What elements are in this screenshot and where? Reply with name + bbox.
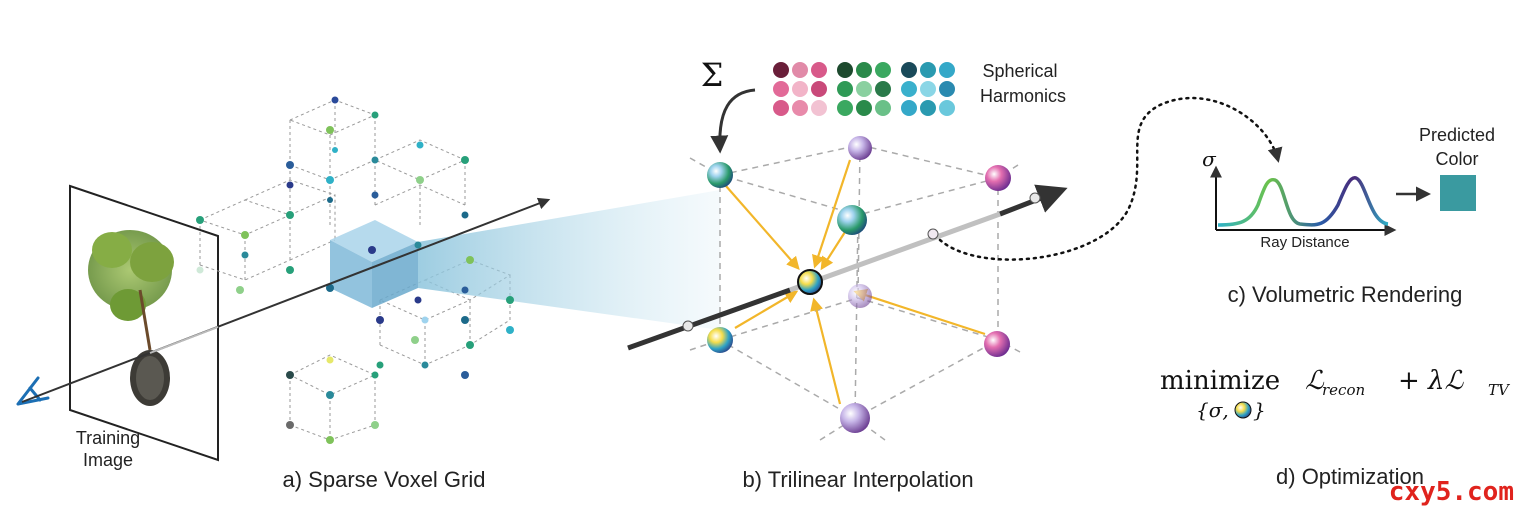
loss-tv: + λℒ: [1398, 366, 1465, 396]
panel-d-optimization: minimize ℒ recon + λℒ TV {σ, } d) Optimi…: [1160, 366, 1511, 489]
ray-b: [627, 184, 1068, 351]
argmin-set-close: }: [1253, 398, 1266, 422]
highlighted-voxel: [330, 220, 418, 308]
camera-frustum-icon: [16, 376, 50, 406]
caption-d: d) Optimization: [1276, 464, 1424, 489]
loss-recon: ℒ: [1305, 366, 1325, 396]
sh-label-1: Spherical: [982, 61, 1057, 81]
interpolation-arrows: [725, 159, 986, 405]
loss-recon-sub: recon: [1322, 381, 1365, 399]
ray-distance-label: Ray Distance: [1260, 234, 1349, 251]
caption-c: c) Volumetric Rendering: [1228, 282, 1463, 307]
argmin-set-open: {σ,: [1196, 398, 1229, 422]
panel-c-volumetric-rendering: σ Ray Distance Predicted Color c) Volume…: [938, 96, 1495, 307]
minimize-word: minimize: [1160, 366, 1280, 396]
training-image-label-1: Training: [76, 428, 140, 448]
density-curve: [1217, 176, 1389, 227]
sh-sphere-icon: [707, 136, 1011, 433]
loss-tv-sub: TV: [1488, 381, 1511, 399]
panel-a-sparse-voxel-grid: Training Image a) Sparse Voxel Grid: [16, 96, 720, 492]
sh-coeff-icon: [1234, 401, 1252, 419]
zoom-cone: [418, 190, 720, 330]
predicted-color-swatch: [1440, 175, 1476, 211]
predicted-label-1: Predicted: [1419, 125, 1495, 145]
plant-image: [88, 230, 174, 406]
watermark: cxy5.com: [1389, 477, 1514, 507]
sh-basis-grid: [773, 62, 955, 116]
caption-a: a) Sparse Voxel Grid: [283, 467, 486, 492]
sigma-axis-label: σ: [1202, 147, 1217, 171]
camera-ray: [21, 197, 551, 403]
sum-arrow: [710, 88, 756, 154]
sh-label-2: Harmonics: [980, 86, 1066, 106]
summation-icon: Σ: [701, 56, 724, 94]
caption-b: b) Trilinear Interpolation: [742, 467, 973, 492]
dotted-connector: [938, 96, 1283, 261]
training-image-label-2: Image: [83, 450, 133, 470]
predicted-label-2: Color: [1435, 149, 1478, 169]
panel-b-trilinear-interpolation: Σ Spherical Harmonics b) Trilinear Inter…: [627, 56, 1068, 492]
voxel-grid-nodes: [196, 96, 514, 444]
